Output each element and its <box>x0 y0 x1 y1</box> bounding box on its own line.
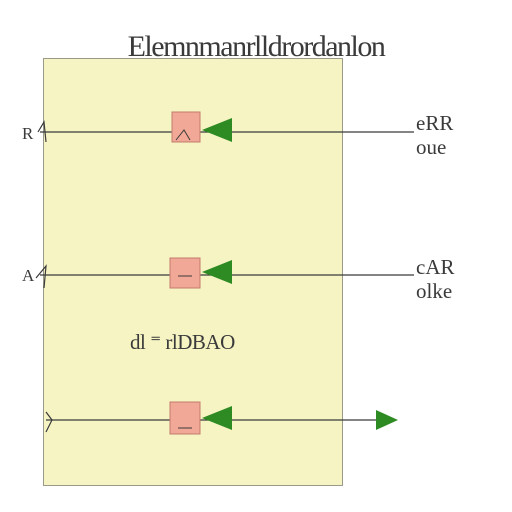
row-1-left-mark: R <box>22 124 34 143</box>
row-2-right-label-line2: olke <box>416 279 453 303</box>
row-1-box-mark <box>175 129 191 141</box>
row-2-right-label-line1: cAR <box>416 255 455 279</box>
row-3-box <box>169 401 201 435</box>
row-3 <box>45 401 398 435</box>
row-2-box <box>169 257 201 289</box>
middle-label: dl ⁼ rlDBAO <box>130 330 235 354</box>
row-1 <box>37 111 414 143</box>
diagram-title: Elemnmanrlldrordanlon <box>127 30 386 63</box>
row-1-right-label-line1: eRR <box>416 111 454 135</box>
row-2 <box>35 257 414 289</box>
row-1-right-label-line2: oue <box>416 135 447 159</box>
arrow-left-icon <box>202 260 232 284</box>
row-3-left-tick <box>45 411 53 433</box>
arrow-left-icon <box>202 406 232 430</box>
arrow-right-icon <box>376 410 398 430</box>
row-1-box <box>171 111 201 143</box>
row-2-left-tick <box>35 264 47 289</box>
row-2-left-mark: A <box>22 266 35 285</box>
arrow-left-icon <box>202 118 232 142</box>
row-1-left-tick <box>37 120 47 143</box>
row-2-right-label: cAR olke <box>416 255 455 303</box>
row-1-right-label: eRR oue <box>416 111 453 159</box>
